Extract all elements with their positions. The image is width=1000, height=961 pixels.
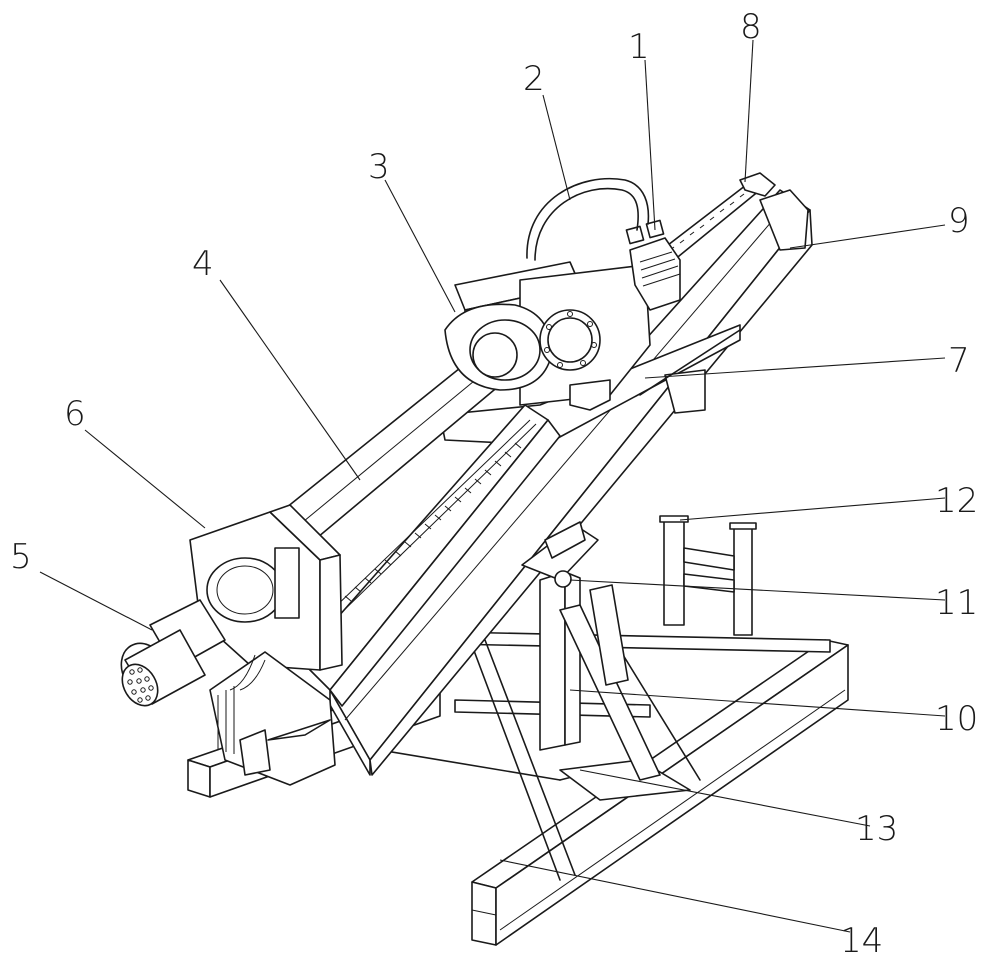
callout-11: 11 [935, 583, 978, 623]
callout-13: 13 [855, 809, 898, 849]
callout-4: 4 [192, 244, 214, 284]
callout-8: 8 [740, 7, 762, 47]
leader-lines [39, 39, 946, 933]
support-post [539, 571, 661, 781]
callout-labels: 1 2 3 4 5 6 7 8 9 10 11 12 13 14 [10, 7, 978, 961]
callout-2: 2 [523, 59, 545, 99]
chain-guard [209, 651, 336, 786]
drill-bit [120, 599, 226, 707]
power-head [444, 261, 651, 411]
motor-assembly [526, 177, 681, 311]
callout-5: 5 [10, 537, 32, 577]
callout-7: 7 [948, 341, 970, 381]
callout-9: 9 [948, 201, 970, 241]
callout-14: 14 [840, 921, 883, 961]
callout-6: 6 [64, 394, 86, 434]
callout-10: 10 [935, 699, 978, 739]
callout-3: 3 [368, 147, 390, 187]
stand-frame [659, 515, 757, 636]
rod-holder [189, 504, 343, 671]
callout-1: 1 [628, 27, 650, 67]
callout-12: 12 [935, 481, 978, 521]
pivot-bracket [521, 521, 599, 588]
